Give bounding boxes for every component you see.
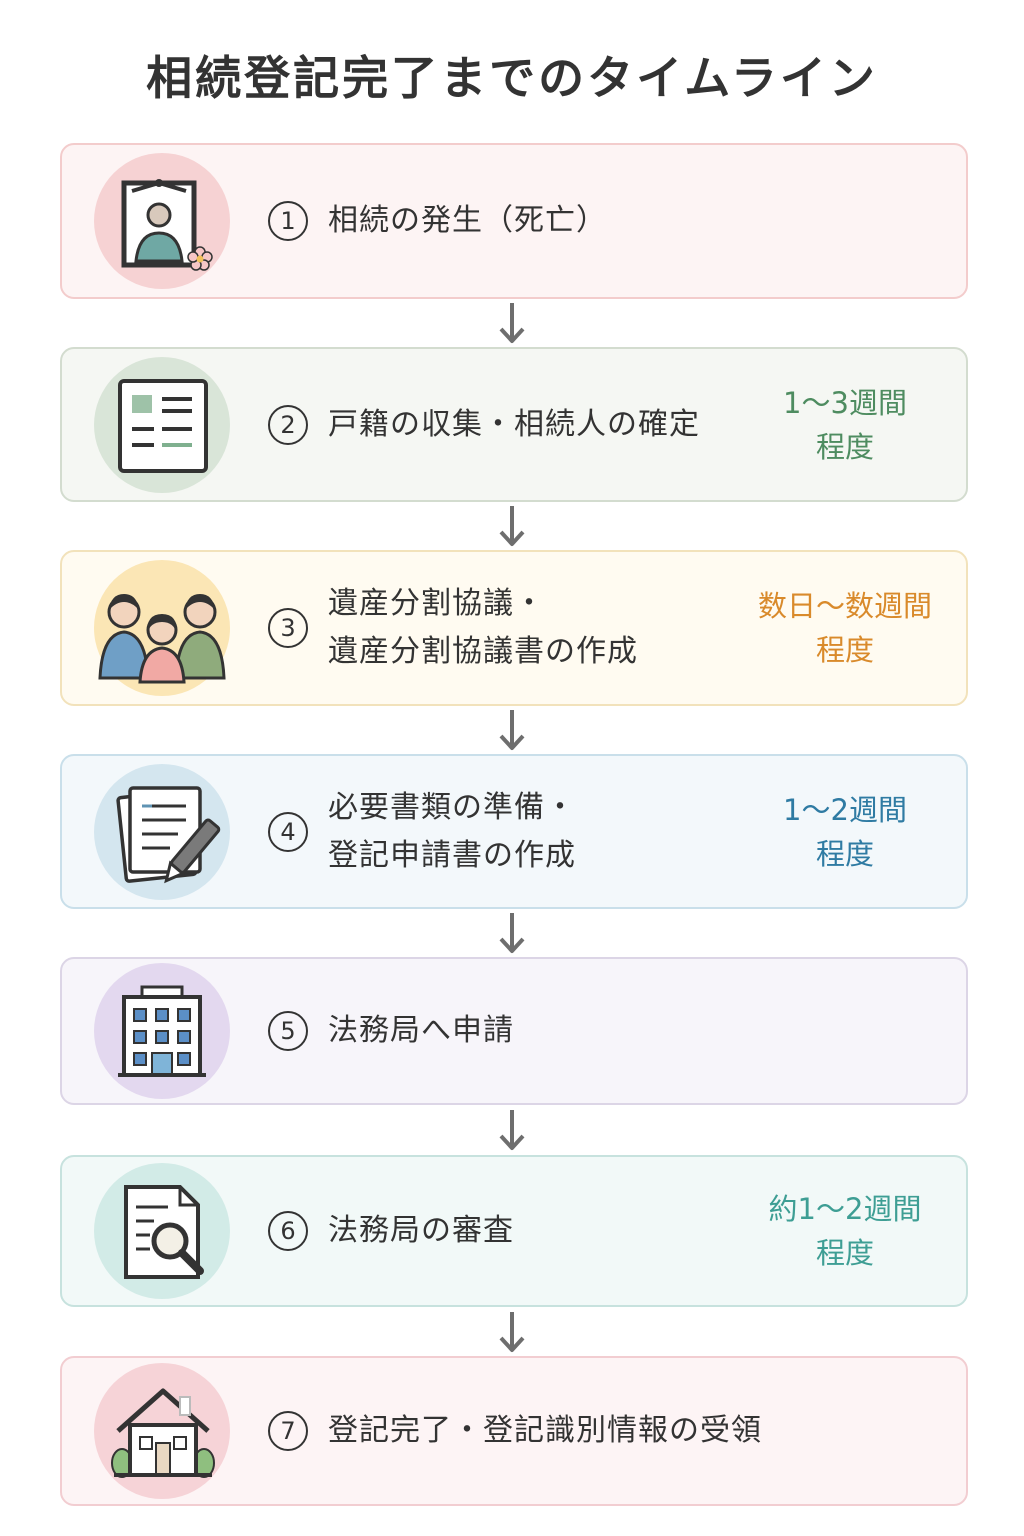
memorial-portrait-icon <box>94 153 230 289</box>
step-label-line: 遺産分割協議書の作成 <box>328 634 638 669</box>
timeline-step-3: 3 遺産分割協議・遺産分割協議書の作成 数日〜数週間程度 <box>60 550 968 706</box>
step-number: 3 <box>268 608 308 648</box>
step-label: 遺産分割協議・遺産分割協議書の作成 <box>328 580 638 676</box>
step-label: 戸籍の収集・相続人の確定 <box>328 401 700 449</box>
step-duration-line: 程度 <box>815 836 874 871</box>
step-label-line: 戸籍の収集・相続人の確定 <box>328 406 700 442</box>
timeline-step-5: 5 法務局へ申請 <box>60 957 968 1105</box>
step-duration: 数日〜数週間程度 <box>750 584 940 672</box>
papers-pen-icon <box>94 763 230 900</box>
step-duration-line: 1〜3週間 <box>783 385 907 420</box>
step-duration: 約1〜2週間程度 <box>750 1187 940 1275</box>
step-duration-line: 程度 <box>815 633 874 667</box>
page-title: 相続登記完了までのタイムライン <box>146 51 878 105</box>
step-duration: 1〜2週間程度 <box>750 788 940 876</box>
timeline-step-7: 7 登記完了・登記識別情報の受領 <box>60 1356 968 1506</box>
step-label-line: 法務局の審査 <box>328 1213 514 1248</box>
step-label: 相続の発生（死亡） <box>328 197 607 245</box>
document-search-icon <box>94 1163 230 1299</box>
step-label: 必要書類の準備・登記申請書の作成 <box>328 784 576 880</box>
down-arrow-icon <box>498 1310 526 1354</box>
step-number: 4 <box>268 811 308 852</box>
timeline-step-2: 2 戸籍の収集・相続人の確定 1〜3週間程度 <box>60 347 968 502</box>
step-number: 5 <box>268 1011 308 1051</box>
step-duration-line: 程度 <box>815 429 874 464</box>
step-duration-line: 1〜2週間 <box>783 792 907 827</box>
step-label-line: 登記完了・登記識別情報の受領 <box>328 1413 762 1448</box>
document-icon <box>94 356 230 493</box>
down-arrow-icon <box>498 911 526 955</box>
step-label-line: 遺産分割協議・ <box>328 586 545 621</box>
step-number: 1 <box>268 201 308 241</box>
step-number: 7 <box>268 1411 308 1451</box>
family-icon <box>94 560 230 696</box>
step-label: 登記完了・登記識別情報の受領 <box>328 1407 762 1455</box>
step-label: 法務局の審査 <box>328 1207 514 1255</box>
down-arrow-icon <box>498 1108 526 1152</box>
down-arrow-icon <box>498 708 526 752</box>
timeline-step-1: 1 相続の発生（死亡） <box>60 143 968 299</box>
step-duration-line: 数日〜数週間 <box>757 589 932 623</box>
step-duration-line: 約1〜2週間 <box>768 1192 922 1226</box>
house-icon <box>94 1363 230 1499</box>
step-label-line: 相続の発生（死亡） <box>328 203 607 238</box>
step-label-line: 登記申請書の作成 <box>328 837 576 873</box>
building-icon <box>94 963 230 1099</box>
timeline-step-4: 4 必要書類の準備・登記申請書の作成 1〜2週間程度 <box>60 754 968 909</box>
step-duration-line: 程度 <box>815 1236 874 1270</box>
step-label-line: 法務局へ申請 <box>328 1013 514 1048</box>
down-arrow-icon <box>498 504 526 548</box>
step-number: 2 <box>268 404 308 445</box>
step-duration: 1〜3週間程度 <box>750 381 940 469</box>
step-label-line: 必要書類の準備・ <box>328 789 576 825</box>
timeline-step-6: 6 法務局の審査 約1〜2週間程度 <box>60 1155 968 1307</box>
down-arrow-icon <box>498 301 526 345</box>
step-number: 6 <box>268 1211 308 1251</box>
step-label: 法務局へ申請 <box>328 1007 514 1055</box>
